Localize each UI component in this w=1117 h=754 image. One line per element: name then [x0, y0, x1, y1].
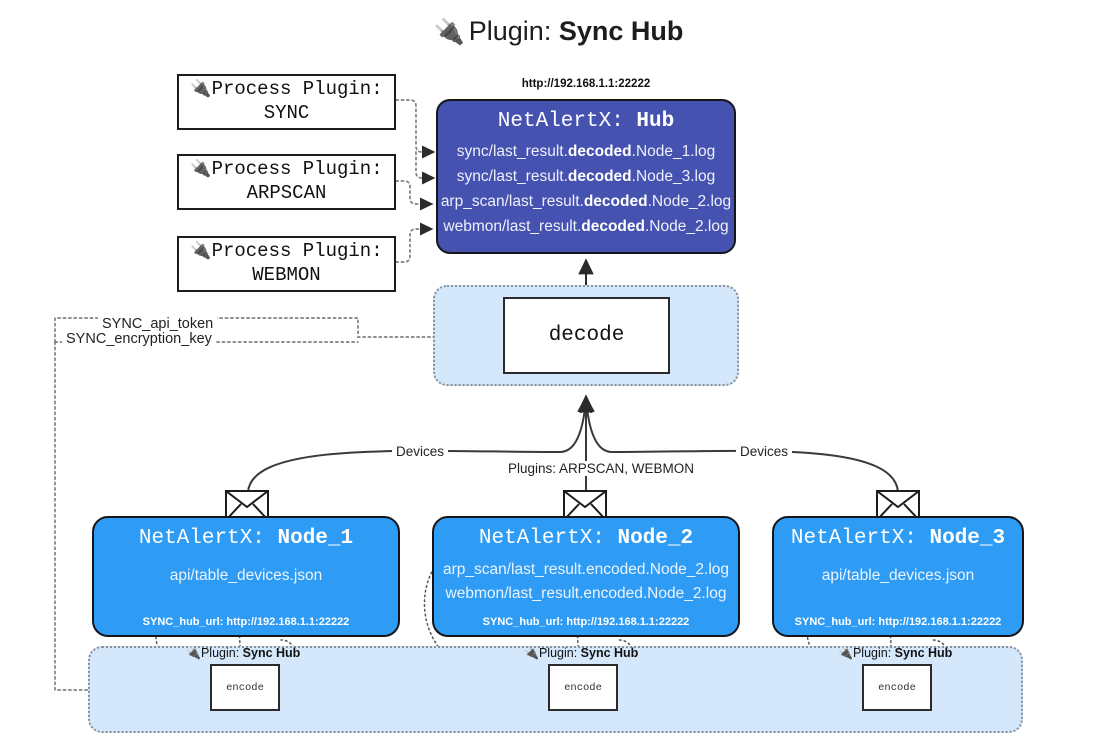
- node-1-data-line: api/table_devices.json: [169, 567, 323, 584]
- process-plugin-arpscan-line2: ARPSCAN: [246, 182, 327, 204]
- encoder-3-label: 🔌Plugin: Sync Hub: [838, 646, 953, 660]
- node-2-title: NetAlertX: Node_2: [478, 527, 694, 550]
- hub-log-line: sync/last_result.decoded.Node_3.log: [456, 168, 716, 186]
- process-plugin-sync-line2: SYNC: [263, 102, 310, 124]
- edge-label-devices-right: Devices: [736, 444, 793, 459]
- decode-box[interactable]: decode: [503, 297, 670, 374]
- node-3-footer: SYNC_hub_url: http://192.168.1.1:22222: [794, 616, 1002, 628]
- encode-box-3[interactable]: encode: [862, 664, 932, 711]
- process-plugin-arpscan-box[interactable]: 🔌Process Plugin: ARPSCAN: [177, 154, 396, 210]
- edge-label-plugins-middle: Plugins: ARPSCAN, WEBMON: [504, 461, 699, 476]
- node-1-footer: SYNC_hub_url: http://192.168.1.1:22222: [142, 616, 350, 628]
- plug-icon: 🔌: [838, 646, 853, 660]
- node-1-title: NetAlertX: Node_1: [138, 527, 354, 550]
- envelope-icon: [563, 490, 607, 521]
- node-1-box[interactable]: NetAlertX: Node_1 api/table_devices.json…: [92, 516, 400, 637]
- edge-sync-to-hub-2: [415, 151, 436, 185]
- node-3-data-line: api/table_devices.json: [821, 567, 975, 584]
- edge-sync-to-hub-1: [395, 99, 436, 159]
- edge-arpscan-to-hub: [395, 180, 434, 211]
- plug-icon: 🔌: [186, 646, 201, 660]
- encoder-1-label: 🔌Plugin: Sync Hub: [186, 646, 301, 660]
- plug-icon: 🔌: [190, 241, 212, 262]
- hub-url-label: http://192.168.1.1:22222: [521, 78, 651, 90]
- sync-api-token-label: SYNC_api_token: [98, 316, 218, 332]
- hub-title: NetAlertX: Hub: [497, 110, 675, 133]
- plug-icon: 🔌: [524, 646, 539, 660]
- page-title-name: Sync Hub: [558, 16, 684, 46]
- node-3-title: NetAlertX: Node_3: [790, 527, 1006, 550]
- process-plugin-sync-box[interactable]: 🔌Process Plugin: SYNC: [177, 74, 396, 130]
- plug-icon: 🔌: [190, 79, 212, 100]
- hub-log-line: sync/last_result.decoded.Node_1.log: [456, 143, 716, 160]
- page-title-prefix: Plugin:: [468, 16, 552, 46]
- process-plugin-sync-line1: 🔌Process Plugin:: [190, 78, 383, 101]
- encode-box-2[interactable]: encode: [548, 664, 618, 711]
- page-title: 🔌Plugin: Sync Hub: [0, 16, 1117, 47]
- process-plugin-webmon-line1: 🔌Process Plugin:: [190, 240, 383, 263]
- node-2-data-line: webmon/last_result.encoded.Node_2.log: [445, 585, 727, 603]
- encoder-2-label: 🔌Plugin: Sync Hub: [524, 646, 639, 660]
- process-plugin-webmon-box[interactable]: 🔌Process Plugin: WEBMON: [177, 236, 396, 292]
- hub-box[interactable]: NetAlertX: Hub sync/last_result.decoded.…: [436, 99, 736, 254]
- encode-box-1[interactable]: encode: [210, 664, 280, 711]
- node-2-box[interactable]: NetAlertX: Node_2 arp_scan/last_result.e…: [432, 516, 740, 637]
- edge-label-devices-left: Devices: [392, 444, 449, 459]
- hub-log-line: webmon/last_result.decoded.Node_2.log: [443, 218, 729, 236]
- process-plugin-webmon-line2: WEBMON: [252, 264, 321, 286]
- edge-webmon-to-hub: [395, 222, 434, 263]
- sync-encryption-key-label: SYNC_encryption_key: [62, 331, 216, 347]
- hub-log-line: arp_scan/last_result.decoded.Node_2.log: [440, 193, 732, 211]
- plug-icon: 🔌: [433, 18, 465, 46]
- node-2-footer: SYNC_hub_url: http://192.168.1.1:22222: [482, 616, 690, 628]
- node-2-data-line: arp_scan/last_result.encoded.Node_2.log: [442, 561, 730, 578]
- plug-icon: 🔌: [190, 159, 212, 180]
- node-3-box[interactable]: NetAlertX: Node_3 api/table_devices.json…: [772, 516, 1024, 637]
- process-plugin-arpscan-line1: 🔌Process Plugin:: [190, 158, 383, 181]
